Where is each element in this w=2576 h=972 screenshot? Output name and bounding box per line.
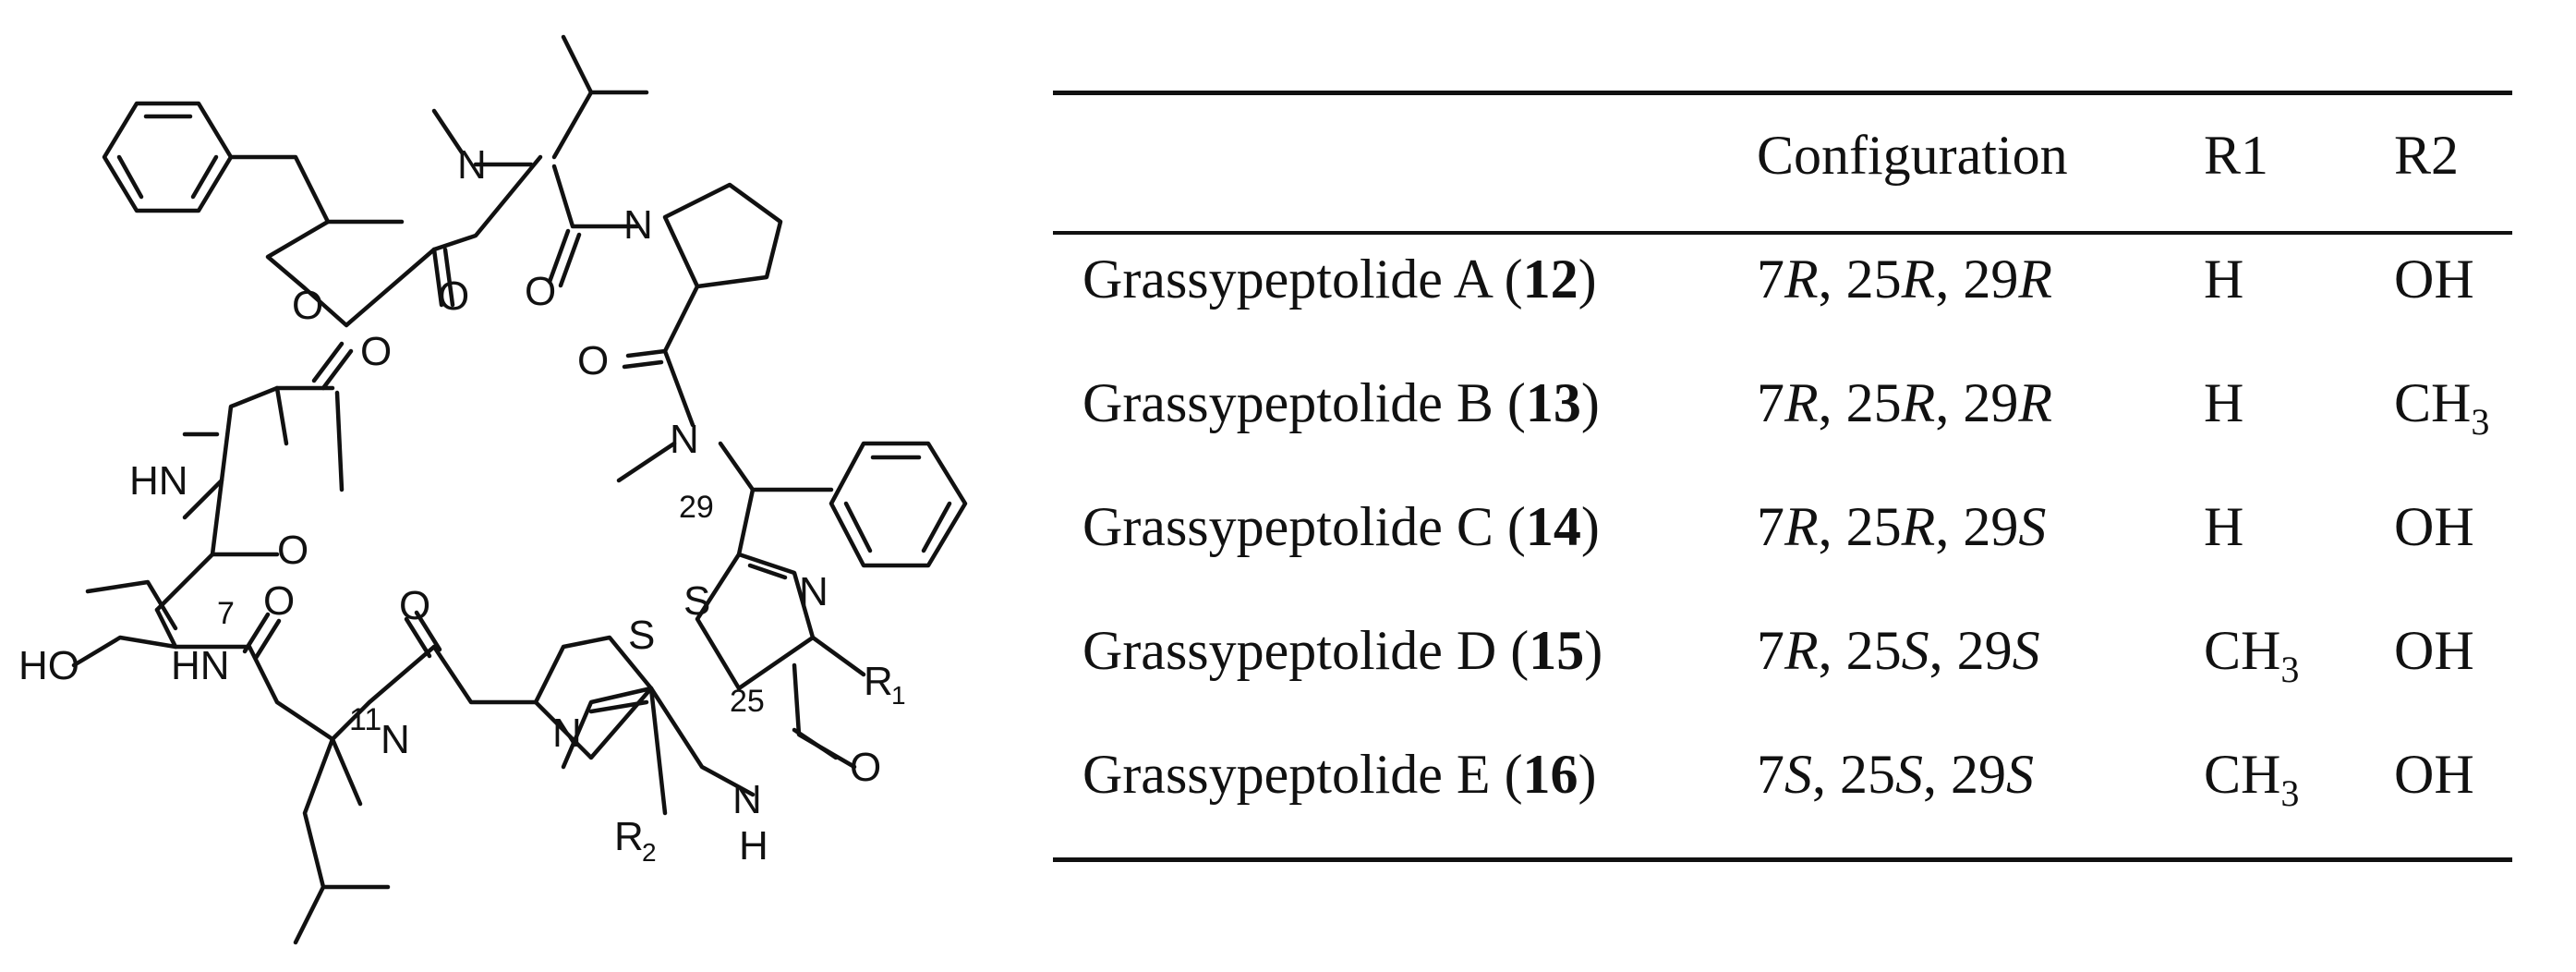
r2-value: OH bbox=[2394, 744, 2474, 805]
table-header-rule bbox=[1053, 231, 2512, 235]
proline-ring bbox=[662, 182, 783, 289]
header-configuration: Configuration bbox=[1757, 125, 2068, 186]
table-bottom-rule bbox=[1053, 857, 2512, 862]
r1-label: R bbox=[864, 659, 893, 704]
header-r2: R2 bbox=[2394, 125, 2460, 186]
compound-number: 12 bbox=[1522, 249, 1578, 310]
oxygen-label: O bbox=[277, 528, 308, 573]
r2-label: R bbox=[614, 814, 644, 859]
configuration-value: 7R, 25R, 29R bbox=[1757, 372, 2052, 433]
r2-value: OH bbox=[2394, 620, 2474, 681]
table-top-rule bbox=[1053, 91, 2512, 95]
compound-name: Grassypeptolide B (13) bbox=[1082, 372, 1600, 433]
nitrogen-label: N bbox=[732, 777, 762, 822]
oxygen-label: O bbox=[850, 745, 881, 790]
locant-11: 11 bbox=[349, 702, 381, 737]
compound-number: 14 bbox=[1525, 496, 1581, 557]
configuration-value: 7R, 25R, 29S bbox=[1757, 496, 2047, 557]
oxygen-label: O bbox=[525, 269, 556, 314]
phenyl-ring-right bbox=[828, 441, 968, 568]
oxygen-label: O bbox=[577, 338, 609, 383]
hn-label: HN bbox=[171, 643, 230, 688]
nitrogen-label: N bbox=[552, 711, 582, 756]
compound-number: 16 bbox=[1522, 744, 1578, 805]
phenyl-ring-left bbox=[102, 101, 234, 213]
n-methyl-top: N bbox=[457, 142, 487, 188]
r1-value: H bbox=[2204, 249, 2244, 310]
compound-name: Grassypeptolide C (14) bbox=[1082, 496, 1600, 557]
compound-name: Grassypeptolide D (15) bbox=[1082, 620, 1603, 681]
oxygen-label: O bbox=[438, 273, 469, 319]
r2-value: OH bbox=[2394, 249, 2474, 310]
compound-number: 13 bbox=[1525, 372, 1581, 433]
configuration-value: 7R, 25S, 29S bbox=[1757, 620, 2040, 681]
nitrogen-label: N bbox=[623, 202, 653, 248]
sulfur-label: S bbox=[628, 613, 655, 658]
configuration-value: 7S, 25S, 29S bbox=[1757, 744, 2034, 805]
oxygen-label: O bbox=[292, 283, 323, 328]
oxygen-label: O bbox=[399, 583, 430, 628]
r2-value: CH3 bbox=[2394, 372, 2490, 443]
locant-25: 25 bbox=[730, 684, 765, 719]
oxygen-label: O bbox=[360, 329, 392, 374]
hydrogen-label: H bbox=[739, 823, 768, 869]
r1-value: H bbox=[2204, 372, 2244, 433]
compound-name: Grassypeptolide A (12) bbox=[1082, 249, 1597, 310]
oxygen-label: O bbox=[263, 578, 295, 624]
locant-29: 29 bbox=[679, 490, 714, 525]
atom-labels: N O O O O N O N S N R 1 O N H R 2 S N O … bbox=[18, 142, 906, 869]
r1-subscript: 1 bbox=[891, 681, 906, 710]
compound-number: 15 bbox=[1529, 620, 1585, 681]
r1-value: CH3 bbox=[2204, 620, 2300, 690]
header-r1: R1 bbox=[2204, 125, 2269, 186]
compound-name: Grassypeptolide E (16) bbox=[1082, 744, 1597, 805]
r1-value: CH3 bbox=[2204, 744, 2300, 814]
ho-label: HO bbox=[18, 643, 79, 688]
configuration-value: 7R, 25R, 29R bbox=[1757, 249, 2052, 310]
hn-label: HN bbox=[129, 458, 188, 504]
nitrogen-label: N bbox=[670, 417, 699, 462]
locant-labels: 7 11 25 29 bbox=[217, 490, 765, 737]
backbone-top-left bbox=[228, 154, 543, 328]
r1-value: H bbox=[2204, 496, 2244, 557]
r2-subscript: 2 bbox=[642, 838, 657, 867]
nitrogen-label: N bbox=[381, 717, 410, 762]
locant-7: 7 bbox=[217, 596, 235, 631]
r2-value: OH bbox=[2394, 496, 2474, 557]
sulfur-label: S bbox=[683, 578, 710, 624]
grassypeptolide-structure: N O O O O N O N S N R 1 O N H R 2 S N O … bbox=[18, 34, 968, 945]
nitrogen-label: N bbox=[799, 569, 828, 614]
